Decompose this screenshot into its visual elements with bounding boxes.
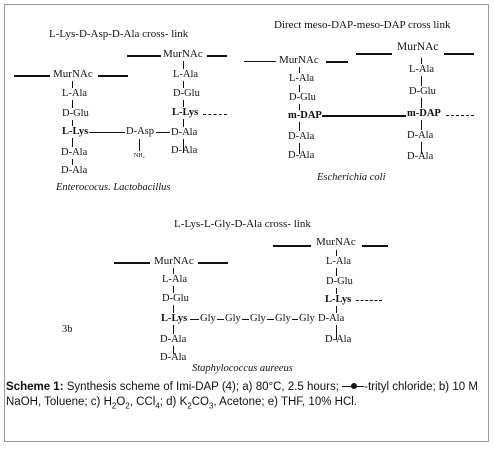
dashed-crosslink <box>446 115 474 116</box>
side-chain-line <box>139 139 140 151</box>
peptide-stem-line <box>72 81 73 165</box>
organism-label: Escherichia coli <box>317 172 386 183</box>
glycan-line-right <box>98 75 128 77</box>
caption-text: , Acetone; e) THF, 10% HCl. <box>213 396 358 408</box>
glycan-line-left <box>114 262 150 264</box>
bridge-d-asp: D-Asp <box>126 126 154 137</box>
heading-dap: Direct meso-DAP-meso-DAP cross link <box>274 19 451 31</box>
caption-trityl: -trityl <box>364 381 390 393</box>
residue-d-ala: D-Ala <box>318 313 345 325</box>
glycan-line-left <box>356 53 392 55</box>
residue-l-ala: L-Ala <box>62 88 88 100</box>
murnac-label: MurNAc <box>154 255 194 267</box>
bridge-line <box>156 132 170 133</box>
residue-l-lys: L-Lys <box>172 107 199 119</box>
residue-d-ala-terminal: D-Ala <box>171 145 198 156</box>
nh2-label: NH₂ <box>134 153 145 159</box>
bridge-gly: Gly <box>274 313 292 325</box>
residue-d-ala-terminal: D-Ala <box>325 334 352 345</box>
caption-label: Scheme 1: <box>6 381 64 393</box>
glycan-line-left <box>273 245 311 247</box>
glycan-line-left <box>127 55 161 57</box>
murnac-label: MurNAc <box>397 41 439 53</box>
caption-text: Synthesis scheme of Imi-DAP (4); a) 80°C… <box>66 381 339 393</box>
bridge-gly: Gly <box>224 313 242 325</box>
caption-text: , CCl <box>129 396 156 408</box>
subscript: 3 <box>208 401 214 411</box>
bridge-gly: Gly <box>298 313 316 325</box>
murnac-label: MurNAc <box>279 54 319 66</box>
bridge-line <box>89 132 125 133</box>
glycan-line-left <box>244 61 276 62</box>
residue-l-ala: L-Ala <box>409 64 435 76</box>
residue-l-lys: L-Lys <box>325 294 352 306</box>
residue-d-ala: D-Ala <box>171 127 198 139</box>
residue-d-ala-terminal: D-Ala <box>288 150 315 161</box>
residue-l-lys: L-Lys <box>161 313 188 325</box>
organism-label: Staphylococcus aureeus <box>192 363 293 374</box>
glycan-line-left <box>14 75 50 77</box>
caption-text: CO <box>191 396 209 408</box>
figure-caption: Scheme 1: Synthesis scheme of Imi-DAP (4… <box>6 380 484 410</box>
glycan-line-right <box>326 61 348 63</box>
subscript: 2 <box>125 401 130 411</box>
residue-l-ala: L-Ala <box>289 73 315 85</box>
murnac-label: MurNAc <box>53 68 93 80</box>
residue-d-glu: D-Glu <box>173 88 200 100</box>
residue-d-ala-terminal: D-Ala <box>407 151 434 162</box>
panel-label-3b: 3b <box>62 324 73 335</box>
caption-text: ; d) K <box>159 396 188 408</box>
bridge-gly: Gly <box>249 313 267 325</box>
murnac-label: MurNAc <box>163 48 203 60</box>
residue-d-ala: D-Ala <box>288 131 315 143</box>
residue-l-ala: L-Ala <box>173 69 199 81</box>
residue-l-ala: L-Ala <box>162 274 188 286</box>
glycan-line-right <box>207 55 227 57</box>
figure-frame <box>4 4 489 442</box>
heading-lys-gly: L-Lys-L-Gly-D-Ala cross- link <box>174 218 311 230</box>
residue-d-glu: D-Glu <box>62 108 89 120</box>
peptide-stem-line <box>173 268 174 354</box>
peptide-stem-line <box>421 58 422 154</box>
residue-d-ala-terminal: D-Ala <box>160 352 187 363</box>
direct-crosslink-line <box>322 115 406 117</box>
subscript: 2 <box>111 401 117 411</box>
residue-l-lys: L-Lys <box>62 126 89 138</box>
organism-label: Enterococus. Lactobacillus <box>56 182 171 193</box>
residue-l-ala: L-Ala <box>326 256 352 268</box>
residue-m-dap: m-DAP <box>407 108 441 120</box>
residue-d-ala: D-Ala <box>407 130 434 142</box>
glycan-line-right <box>444 53 474 55</box>
glycan-line-right <box>362 245 388 247</box>
heading-lys-asp: L-Lys-D-Asp-D-Ala cross- link <box>49 28 189 40</box>
dashed-crosslink <box>203 114 227 115</box>
residue-m-dap: m-DAP <box>288 110 322 122</box>
glycan-line-right <box>198 262 228 264</box>
caption-text: O <box>116 396 126 408</box>
subscript: 4 <box>155 401 160 411</box>
residue-d-ala-terminal: D-Ala <box>61 165 88 176</box>
residue-d-glu: D-Glu <box>289 92 316 104</box>
subscript: 2 <box>187 401 192 411</box>
residue-d-glu: D-Glu <box>162 293 189 305</box>
residue-d-glu: D-Glu <box>409 86 436 98</box>
residue-d-ala: D-Ala <box>61 147 88 159</box>
dashed-crosslink <box>356 300 382 301</box>
murnac-label: MurNAc <box>316 236 356 248</box>
residue-d-glu: D-Glu <box>326 276 353 288</box>
residue-d-ala: D-Ala <box>160 334 187 346</box>
trityl-bond-icon <box>342 382 365 392</box>
bridge-gly: Gly <box>199 313 217 325</box>
caption-text: chloride; b) 10 M NaOH, Toluene; c) H <box>6 381 478 408</box>
